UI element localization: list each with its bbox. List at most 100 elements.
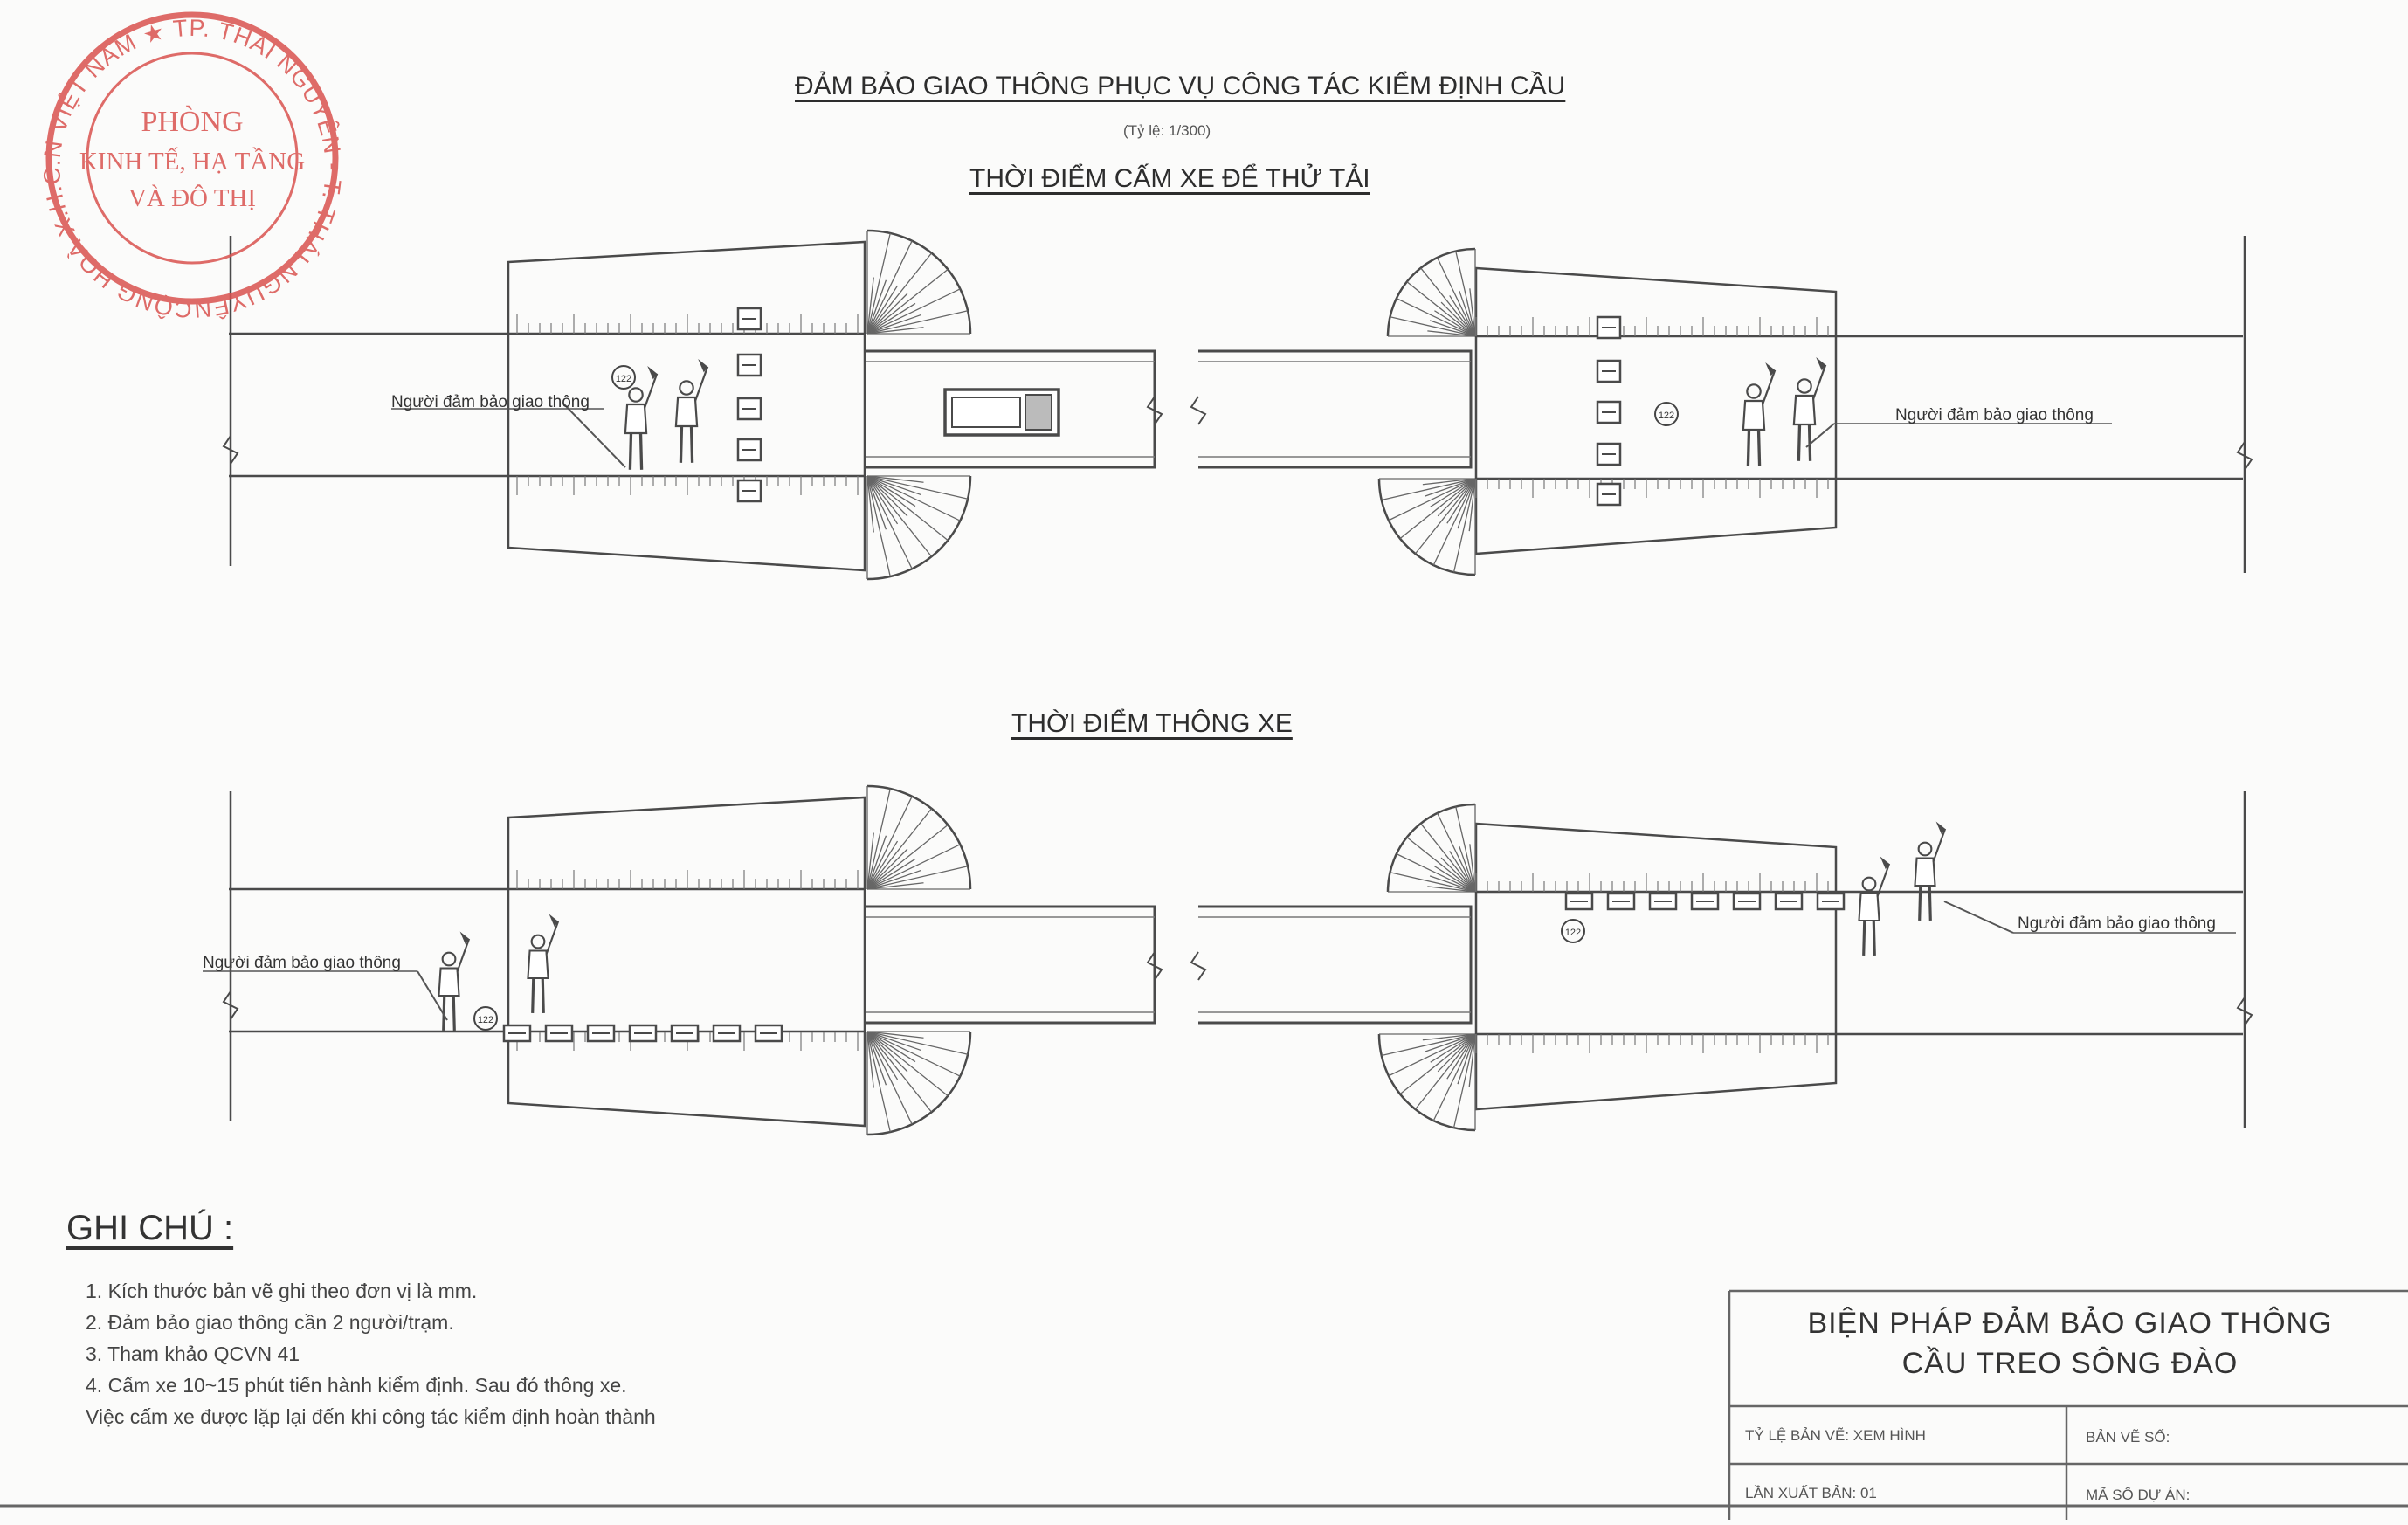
slope-hatch — [866, 1031, 913, 1125]
person-flag-pole — [1932, 828, 1947, 863]
person-leg — [1862, 920, 1866, 956]
slope-hatch — [1399, 1033, 1476, 1095]
deck-right — [1198, 349, 1473, 469]
slope-hatch — [1432, 1033, 1476, 1121]
slope-hatch — [866, 848, 908, 890]
truck-cab — [1025, 394, 1052, 431]
slope-hatch — [866, 1031, 949, 1097]
slope-hatch — [866, 252, 933, 335]
note-item: 1. Kích thước bản vẽ ghi theo đơn vị là … — [86, 1280, 478, 1302]
slope-hatch — [1452, 478, 1476, 573]
person-leg — [1807, 424, 1812, 461]
slope-hatch — [866, 268, 949, 335]
slope-hatch — [866, 840, 899, 890]
person-head — [679, 380, 694, 396]
person-leg — [1872, 920, 1876, 956]
barrier-lane — [670, 1024, 700, 1043]
slope-hatch — [1425, 478, 1476, 497]
label-person-2a: Người đảm bảo giao thông — [203, 954, 448, 1021]
note-item: 3. Tham khảo QCVN 41 — [86, 1342, 300, 1365]
barrier-lane — [1564, 892, 1594, 911]
slope-hatch — [1440, 857, 1476, 893]
slope-hatch — [866, 232, 891, 335]
slope-left-top — [866, 784, 972, 890]
slope-hatch — [866, 475, 899, 525]
svg-text:VÀ ĐÔ THỊ: VÀ ĐÔ THỊ — [128, 183, 256, 212]
notes-list: 1. Kích thước bản vẽ ghi theo đơn vị là … — [86, 1275, 656, 1432]
traffic-person — [1858, 856, 1891, 956]
scale-right-bottom — [1475, 478, 1834, 498]
slope-hatch — [1457, 478, 1476, 529]
slope-left-bottom — [866, 475, 972, 581]
slope-hatch — [1449, 851, 1476, 893]
traffic-person — [527, 914, 560, 1013]
slope-hatch — [866, 475, 887, 530]
barrier-closure-left — [736, 353, 762, 377]
barrier-closure-right — [1596, 482, 1622, 507]
svg-text:122: 122 — [1565, 928, 1581, 938]
traffic-person — [1792, 357, 1827, 461]
slope-hatch — [866, 327, 924, 335]
person-leg — [1918, 885, 1922, 921]
drawing-scale-note: (Tỷ lệ: 1/300) — [1123, 122, 1211, 139]
title-block-title-1: BIỆN PHÁP ĐẢM BẢO GIAO THÔNG — [1807, 1307, 2333, 1340]
svg-text:Người đảm bảo giao thông: Người đảm bảo giao thông — [2018, 914, 2216, 933]
slope-hatch — [1381, 1033, 1476, 1057]
slope-hatch — [1449, 295, 1476, 337]
barrier-lane — [754, 1024, 783, 1043]
svg-text:PHÒNG: PHÒNG — [141, 105, 243, 138]
slope-arc — [1386, 247, 1476, 337]
barrier-closure-right — [1596, 315, 1622, 340]
slope-hatch — [866, 1031, 908, 1073]
slope-hatch — [866, 824, 949, 890]
slope-hatch — [1396, 298, 1476, 337]
slope-hatch — [866, 475, 961, 521]
barrier-lane — [712, 1024, 742, 1043]
label-person-1a: Người đảm bảo giao thông — [391, 393, 626, 468]
barrier-lane — [1732, 892, 1762, 911]
svg-text:Người đảm bảo giao thông: Người đảm bảo giao thông — [1895, 406, 2094, 424]
slope-hatch — [866, 1031, 891, 1133]
barrier-lane — [586, 1024, 616, 1043]
slope-hatch — [866, 808, 933, 890]
slope-hatch — [866, 1031, 924, 1039]
slope-hatch — [1468, 1033, 1476, 1087]
note-item: 2. Đảm bảo giao thông cần 2 người/trạm. — [86, 1311, 454, 1334]
person-flag-pole — [1876, 863, 1891, 898]
break-right — [2236, 441, 2253, 471]
slope-hatch — [1388, 478, 1476, 521]
barrier-lane — [502, 1024, 532, 1043]
title-block-sheet-no: BẢN VẼ SỐ: — [2086, 1429, 2170, 1446]
person-flag — [1765, 362, 1776, 376]
scale-right-top — [1475, 873, 1834, 893]
slope-hatch — [1381, 478, 1476, 501]
person-leg — [452, 995, 456, 1031]
notes-title: GHI CHÚ : — [66, 1209, 234, 1247]
person-body — [438, 967, 460, 997]
traffic-person — [438, 931, 471, 1031]
person-head — [530, 934, 546, 949]
traffic-person — [674, 359, 709, 463]
slope-hatch — [1427, 330, 1476, 337]
slope-hatch — [866, 288, 961, 335]
deck-break-right — [1190, 396, 1207, 425]
slope-hatch — [866, 882, 924, 890]
sign-122-b: 122 — [1654, 402, 1679, 426]
person-body — [624, 403, 648, 435]
barrier-closure-left — [736, 397, 762, 421]
slope-hatch — [1455, 806, 1476, 893]
slope-hatch — [866, 293, 908, 335]
slope-hatch — [1430, 1033, 1476, 1063]
person-flag-pole — [1811, 364, 1827, 400]
slope-hatch — [1468, 478, 1476, 532]
slope-hatch — [1390, 316, 1476, 337]
break-left — [222, 990, 239, 1020]
person-flag — [647, 366, 658, 380]
barrier-lane — [1816, 892, 1846, 911]
slope-hatch — [1459, 290, 1476, 337]
person-leg — [1797, 424, 1802, 461]
barrier-lane — [628, 1024, 658, 1043]
slope-right-bottom — [1377, 1033, 1476, 1132]
deck-break-left — [1146, 396, 1163, 425]
sign-122-d: 122 — [1561, 919, 1585, 943]
